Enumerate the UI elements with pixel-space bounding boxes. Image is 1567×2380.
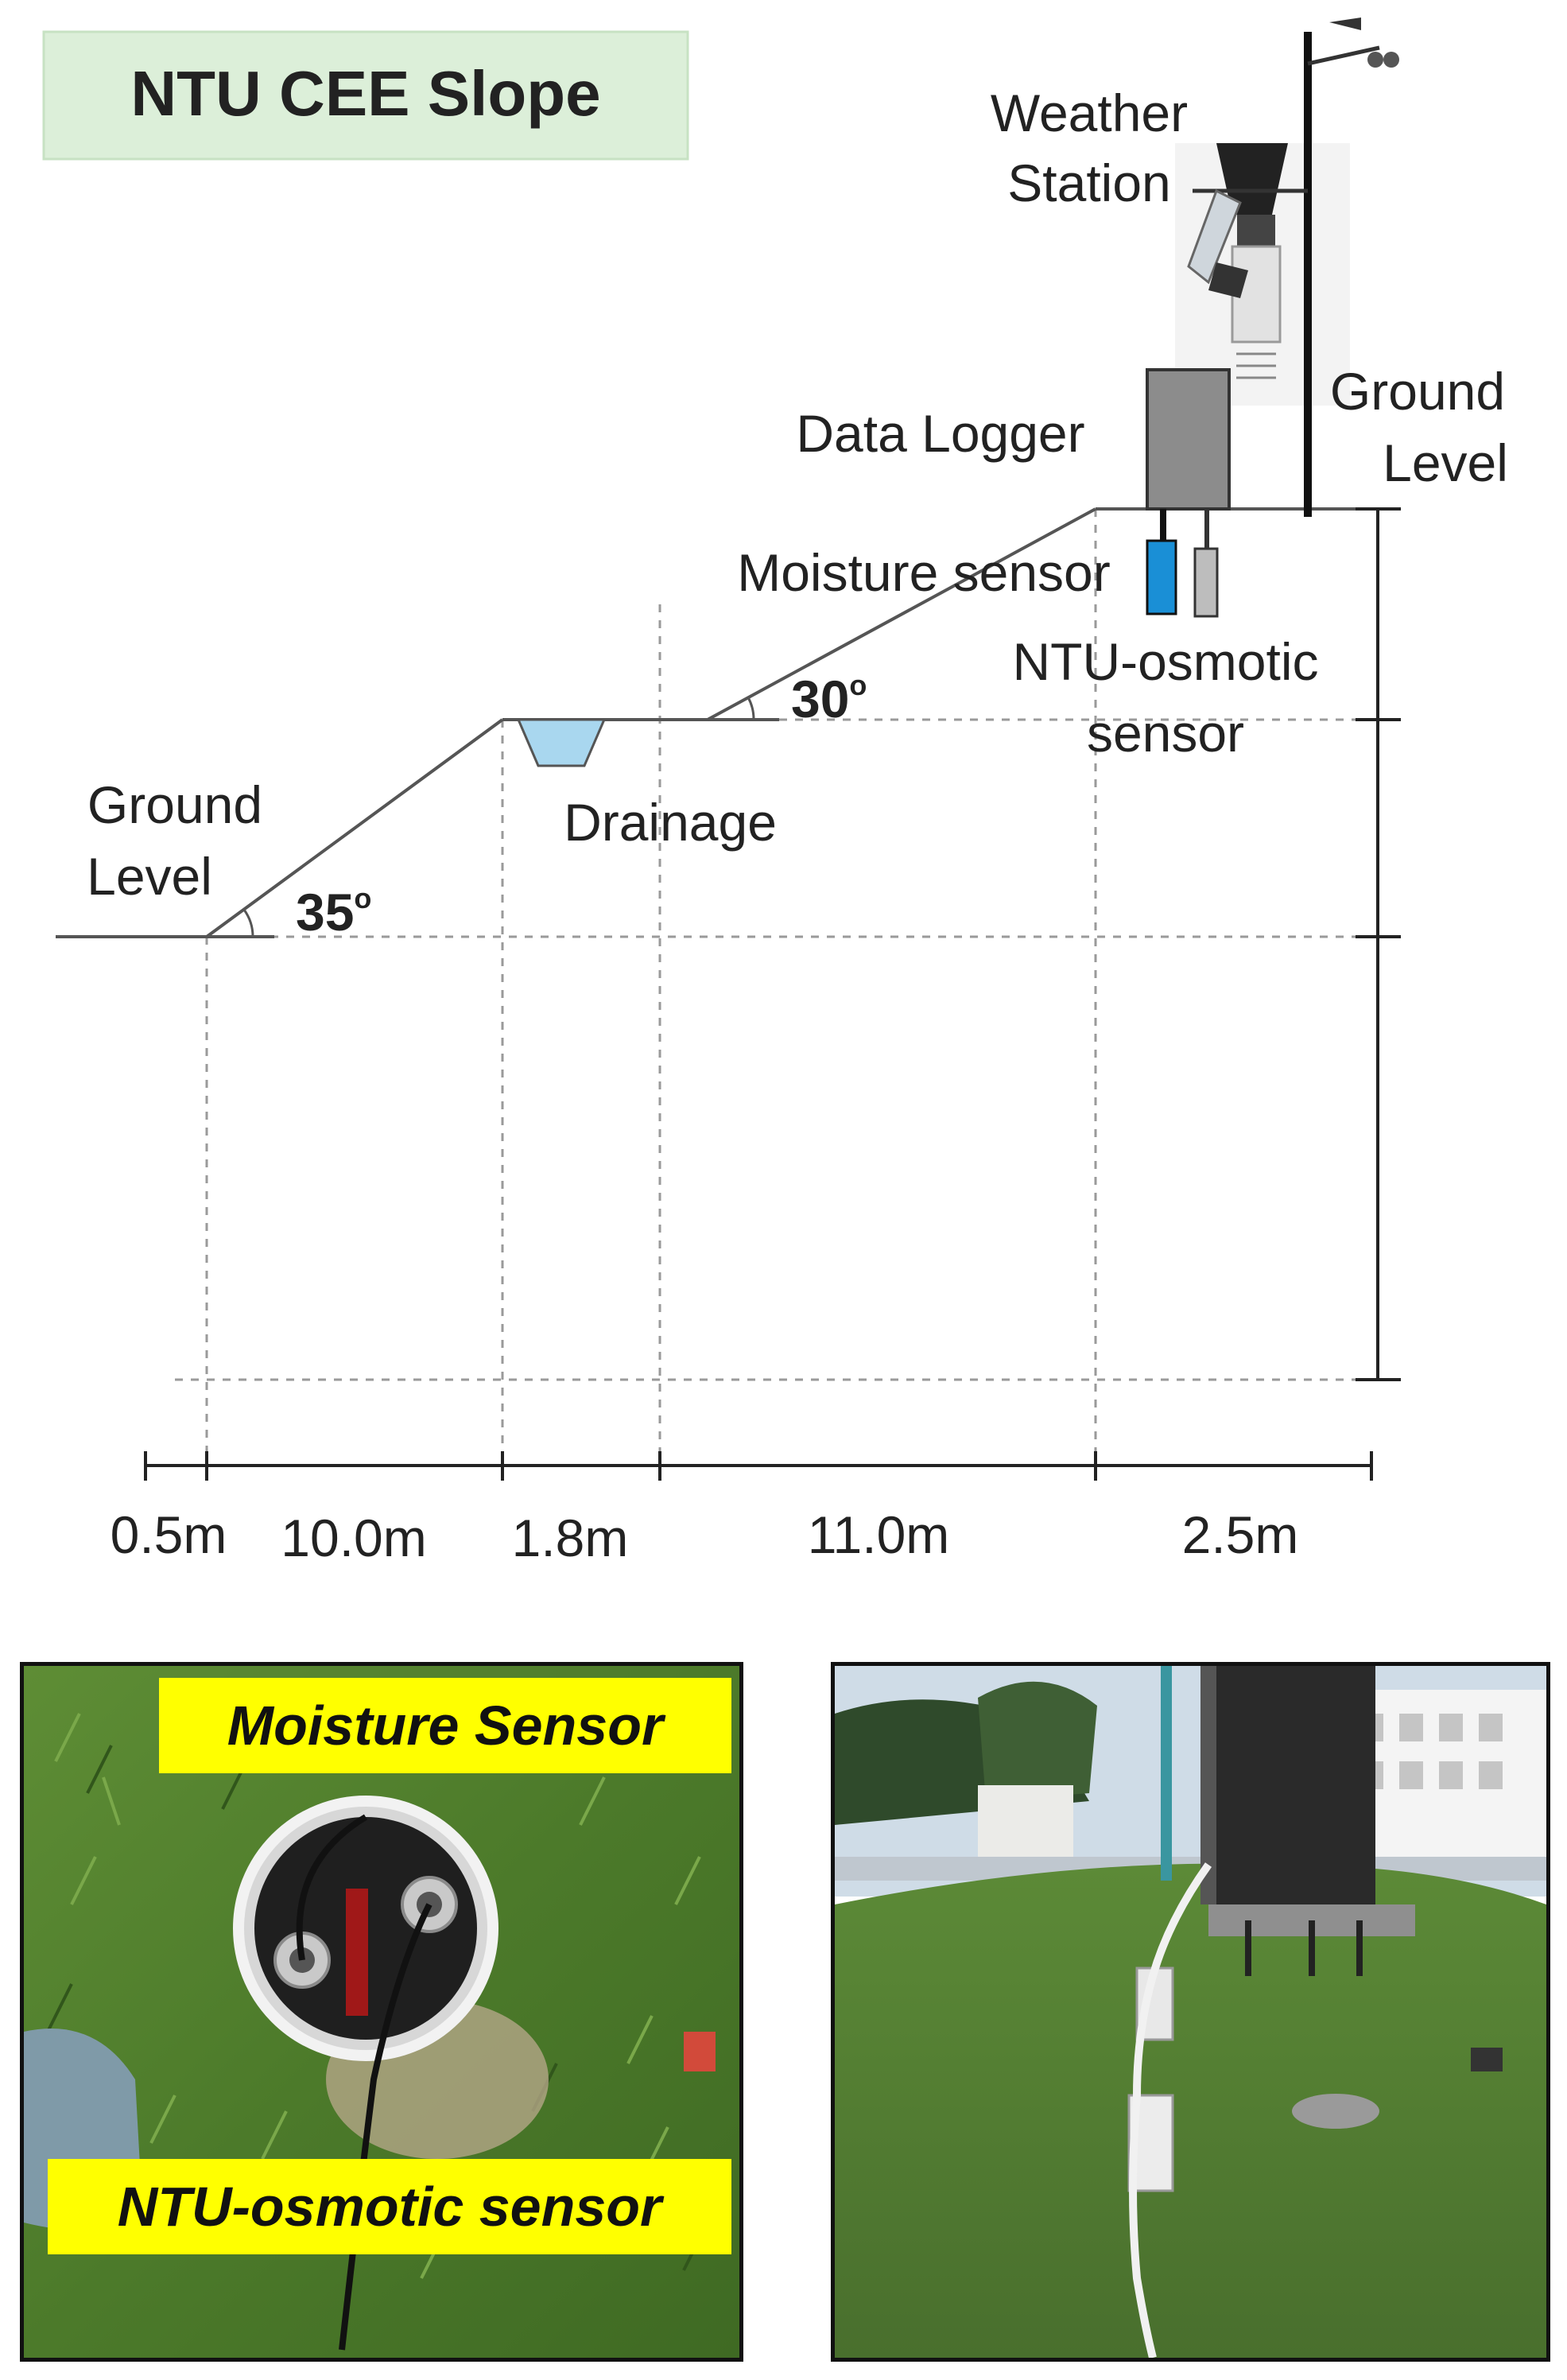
weather-station-icon [1175, 17, 1399, 517]
drainage-label: Drainage [564, 793, 777, 852]
osmotic-sensor-tag: NTU-osmotic sensor [48, 2159, 731, 2254]
height-dimension-line [1356, 507, 1401, 1381]
dimension-label-2: 1.8m [512, 1508, 629, 1567]
slope-diagram: NTU CEE Slope [42, 17, 1508, 1567]
angle-arc-lower [242, 909, 254, 938]
dimension-label-3: 11.0m [808, 1505, 950, 1564]
osmotic-sensor-label-line2: sensor [1087, 704, 1244, 763]
osmotic-sensor-label-line1: NTU-osmotic [1012, 632, 1318, 691]
moisture-sensor-tag: Moisture Sensor [159, 1678, 731, 1773]
photo-sensor-closeup: Moisture Sensor NTU-osmotic sensor [20, 1662, 743, 2362]
reference-grid [175, 509, 1371, 1463]
ground-level-right-line1: Ground [1330, 362, 1505, 421]
data-logger-label: Data Logger [796, 404, 1084, 463]
data-logger-icon [1146, 368, 1231, 511]
ground-level-left-line1: Ground [87, 775, 262, 834]
dimension-label-0: 0.5m [111, 1505, 227, 1564]
moisture-sensor-label: Moisture sensor [737, 543, 1111, 602]
drainage-channel-icon [516, 718, 607, 767]
field-installation-scene [835, 1666, 1546, 2358]
page-title: NTU CEE Slope [130, 58, 600, 129]
angle-label-lower: 35o [296, 882, 371, 942]
angle-arc-upper [747, 697, 755, 720]
photo-field-installation [831, 1662, 1550, 2362]
osmotic-sensor-icon [1193, 547, 1219, 618]
dimension-label-4: 2.5m [1182, 1505, 1299, 1564]
moisture-sensor-icon [1146, 539, 1177, 615]
length-dimension-line [144, 1451, 1373, 1481]
ground-level-left-line2: Level [87, 847, 212, 906]
weather-station-label-line2: Station [1007, 153, 1170, 212]
angle-label-upper: 30o [791, 669, 867, 728]
ground-level-right-line2: Level [1383, 433, 1508, 492]
dimension-label-1: 10.0m [281, 1508, 426, 1567]
title-box [42, 30, 689, 161]
weather-station-label-line1: Weather [991, 83, 1188, 142]
